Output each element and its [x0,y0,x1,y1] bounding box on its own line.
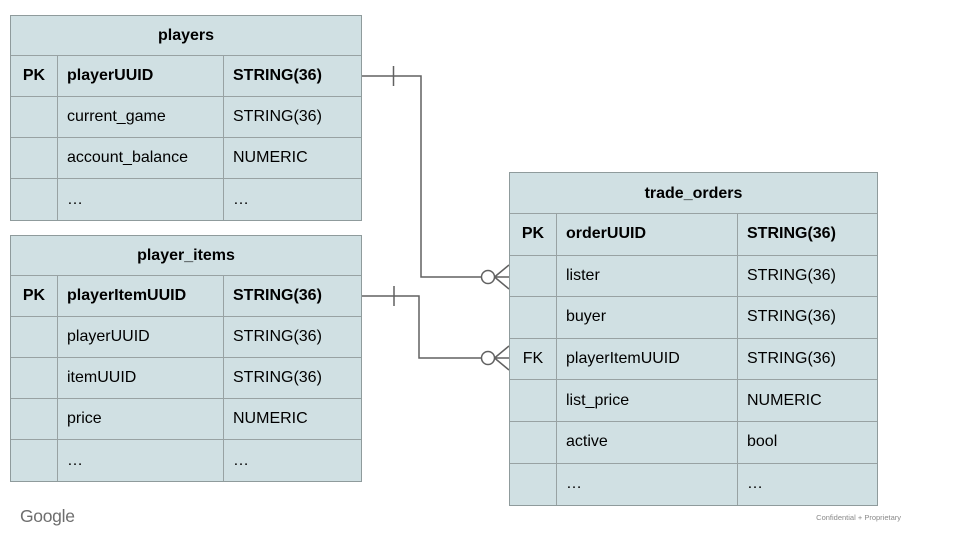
table-row: active bool [510,421,877,464]
cell-name: active [557,421,738,463]
table-row: …… [510,463,877,506]
cell-type: NUMERIC [747,391,822,409]
cell-name: playerItemUUID [58,276,224,316]
crows-foot-icon [494,345,510,371]
cell-name: playerUUID [58,317,224,357]
cell-name: list_price [557,380,738,421]
cell-key: FK [510,338,557,380]
table-row: current_game STRING(36) [11,97,361,138]
cell-name: buyer [557,297,738,338]
cell-key [11,399,58,439]
cell-name: … [557,463,738,506]
cell-name: itemUUID [58,358,224,398]
cell-name: … [58,440,224,481]
table-title-players: players [11,16,361,56]
table-row: itemUUID STRING(36) [11,358,361,399]
cell-name: account_balance [58,138,224,178]
cell-type: NUMERIC [233,149,308,166]
cell-type: bool [747,433,778,451]
cell-type: STRING(36) [233,369,322,386]
cell-key [510,297,557,338]
cell-type: NUMERIC [233,410,308,427]
cell-key: PK [11,56,58,96]
table-row: lister STRING(36) [510,255,877,298]
cell-type: STRING(36) [233,108,322,125]
cell-key [11,179,58,220]
cell-type: … [233,190,249,208]
cell-key [11,440,58,481]
cell-key [510,380,557,421]
cell-name: price [58,399,224,439]
table-row: price NUMERIC [11,399,361,440]
cell-name: playerItemUUID [557,338,738,380]
table-row: …… [11,179,361,220]
relationship-players-trade_orders [362,66,510,290]
table-row: playerUUID STRING(36) [11,317,361,358]
table-title-trade-orders: trade_orders [510,173,877,214]
cell-name: … [58,179,224,220]
cell-type: STRING(36) [747,266,836,284]
confidential-note: Confidential + Proprietary [816,513,901,522]
cell-name: lister [557,255,738,297]
cell-key [510,421,557,463]
table-row: account_balance NUMERIC [11,138,361,179]
cell-type: STRING(36) [233,328,322,345]
cell-key: PK [11,276,58,316]
table-title-player-items: player_items [11,236,361,276]
cardinality-zero-circle [480,350,496,366]
cell-key [11,138,58,178]
cell-type: STRING(36) [233,67,322,84]
cell-name: playerUUID [58,56,224,96]
cell-type: … [233,451,249,469]
crows-foot-icon [494,264,510,290]
cell-type: STRING(36) [233,287,322,304]
table-row: …… [11,440,361,481]
cell-name: current_game [58,97,224,137]
cell-type: STRING(36) [747,350,836,368]
cell-key [11,317,58,357]
cell-type: STRING(36) [747,308,836,326]
cell-key [510,463,557,506]
table-row: buyer STRING(36) [510,297,877,339]
table-row: list_price NUMERIC [510,380,877,422]
cell-type: STRING(36) [747,225,836,243]
google-logo: Google [20,506,75,526]
cell-type: … [747,475,763,493]
relationship-player_items-trade_orders [362,286,510,371]
cardinality-zero-circle [480,269,496,285]
cell-name: orderUUID [557,214,738,255]
cell-key [11,358,58,398]
cell-key [510,255,557,297]
cell-key [11,97,58,137]
cell-key: PK [510,214,557,255]
